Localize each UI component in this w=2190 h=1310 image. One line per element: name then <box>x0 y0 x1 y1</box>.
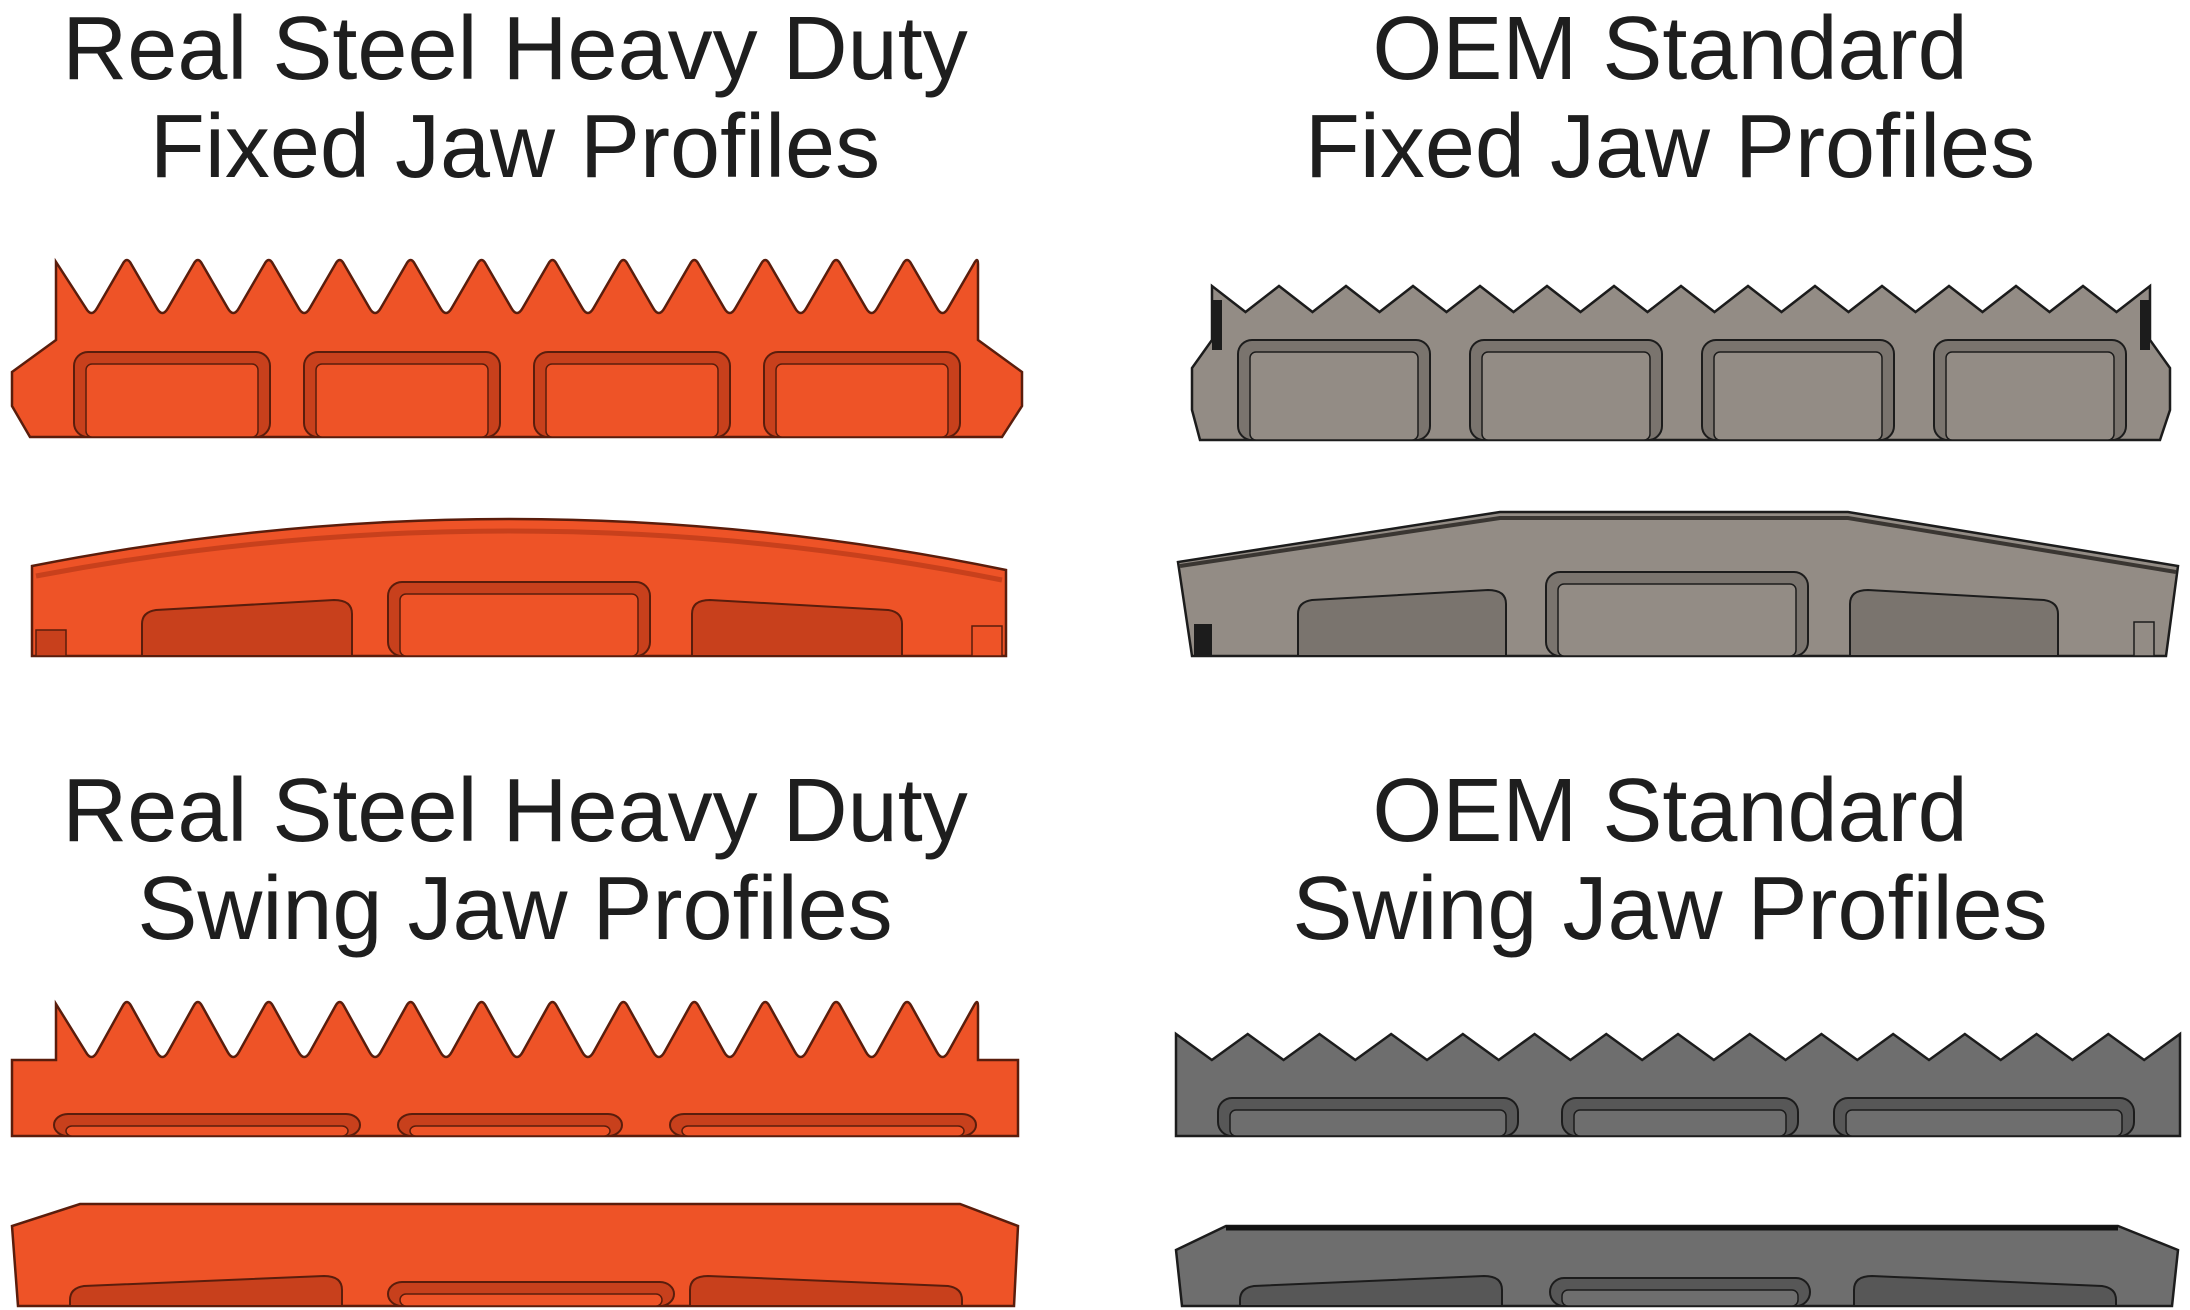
jaw-pocket-inner <box>545 363 719 438</box>
jaw-pocket <box>1849 588 2059 657</box>
oem-fixed-jaw-edge-profile <box>1176 510 2180 658</box>
heading-line: Real Steel Heavy Duty <box>62 761 968 861</box>
jaw-pocket-inner <box>315 363 489 438</box>
jaw-pocket <box>689 1274 963 1307</box>
oem-swing-jaw-edge-profile <box>1174 1224 2180 1308</box>
jaw-body <box>1190 283 2172 442</box>
jaw-pocket-inner <box>775 363 949 438</box>
jaw-pocket-inner <box>409 1125 611 1137</box>
jaw-pocket-inner <box>1249 351 1419 441</box>
jaw-pocket-inner <box>681 1125 965 1137</box>
heading-line: OEM Standard <box>1372 0 1968 99</box>
jaw-pocket-inner <box>1229 1109 1507 1137</box>
jaw-pocket <box>1239 1274 1503 1307</box>
heading-line: Real Steel Heavy Duty <box>62 0 968 99</box>
heading-real-steel-fixed: Real Steel Heavy Duty Fixed Jaw Profiles <box>0 0 1030 196</box>
jaw-top-edge <box>1179 516 2177 574</box>
jaw-pocket <box>1297 588 1507 657</box>
heading-line: Fixed Jaw Profiles <box>149 97 881 197</box>
jaw-pocket <box>141 598 353 657</box>
jaw-pocket-inner <box>1945 351 2115 441</box>
heading-line: OEM Standard <box>1372 761 1968 861</box>
jaw-body <box>10 999 1020 1138</box>
jaw-pocket <box>69 1274 343 1307</box>
jaw-pocket-inner <box>399 593 639 657</box>
jaw-pocket-inner <box>1713 351 1883 441</box>
jaw-pocket <box>1853 1274 2117 1307</box>
jaw-pocket-inner <box>1573 1109 1787 1137</box>
real-steel-swing-jaw-edge-profile <box>10 1202 1020 1308</box>
jaw-curved-edge <box>35 528 1003 583</box>
jaw-notch-left <box>35 629 67 657</box>
jaw-pocket-inner <box>85 363 259 438</box>
heading-line: Swing Jaw Profiles <box>137 859 893 959</box>
real-steel-swing-jaw-side-profile <box>10 999 1020 1138</box>
jaw-edge-mark-left <box>1212 300 1222 350</box>
jaw-pocket-inner <box>1557 583 1797 657</box>
jaw-pocket-inner <box>399 1293 663 1307</box>
jaw-notch-right <box>971 625 1003 657</box>
jaw-pocket-inner <box>1481 351 1651 441</box>
jaw-pocket-inner <box>65 1125 349 1137</box>
jaw-edge-mark-right <box>2140 300 2150 350</box>
heading-line: Fixed Jaw Profiles <box>1304 97 2036 197</box>
jaw-pocket-inner <box>1845 1109 2123 1137</box>
real-steel-fixed-jaw-edge-profile <box>30 517 1008 658</box>
oem-fixed-jaw-side-profile <box>1190 283 2172 442</box>
jaw-pocket <box>691 598 903 657</box>
heading-real-steel-swing: Real Steel Heavy Duty Swing Jaw Profiles <box>0 762 1030 958</box>
heading-oem-swing: OEM Standard Swing Jaw Profiles <box>1150 762 2190 958</box>
heading-line: Swing Jaw Profiles <box>1292 859 2048 959</box>
jaw-pocket-inner <box>1561 1289 1799 1307</box>
oem-swing-jaw-side-profile <box>1174 1031 2182 1138</box>
real-steel-fixed-jaw-side-profile <box>10 257 1024 439</box>
jaw-notch-left <box>1194 624 1212 656</box>
jaw-notch-right <box>2133 621 2155 657</box>
heading-oem-fixed: OEM Standard Fixed Jaw Profiles <box>1150 0 2190 196</box>
